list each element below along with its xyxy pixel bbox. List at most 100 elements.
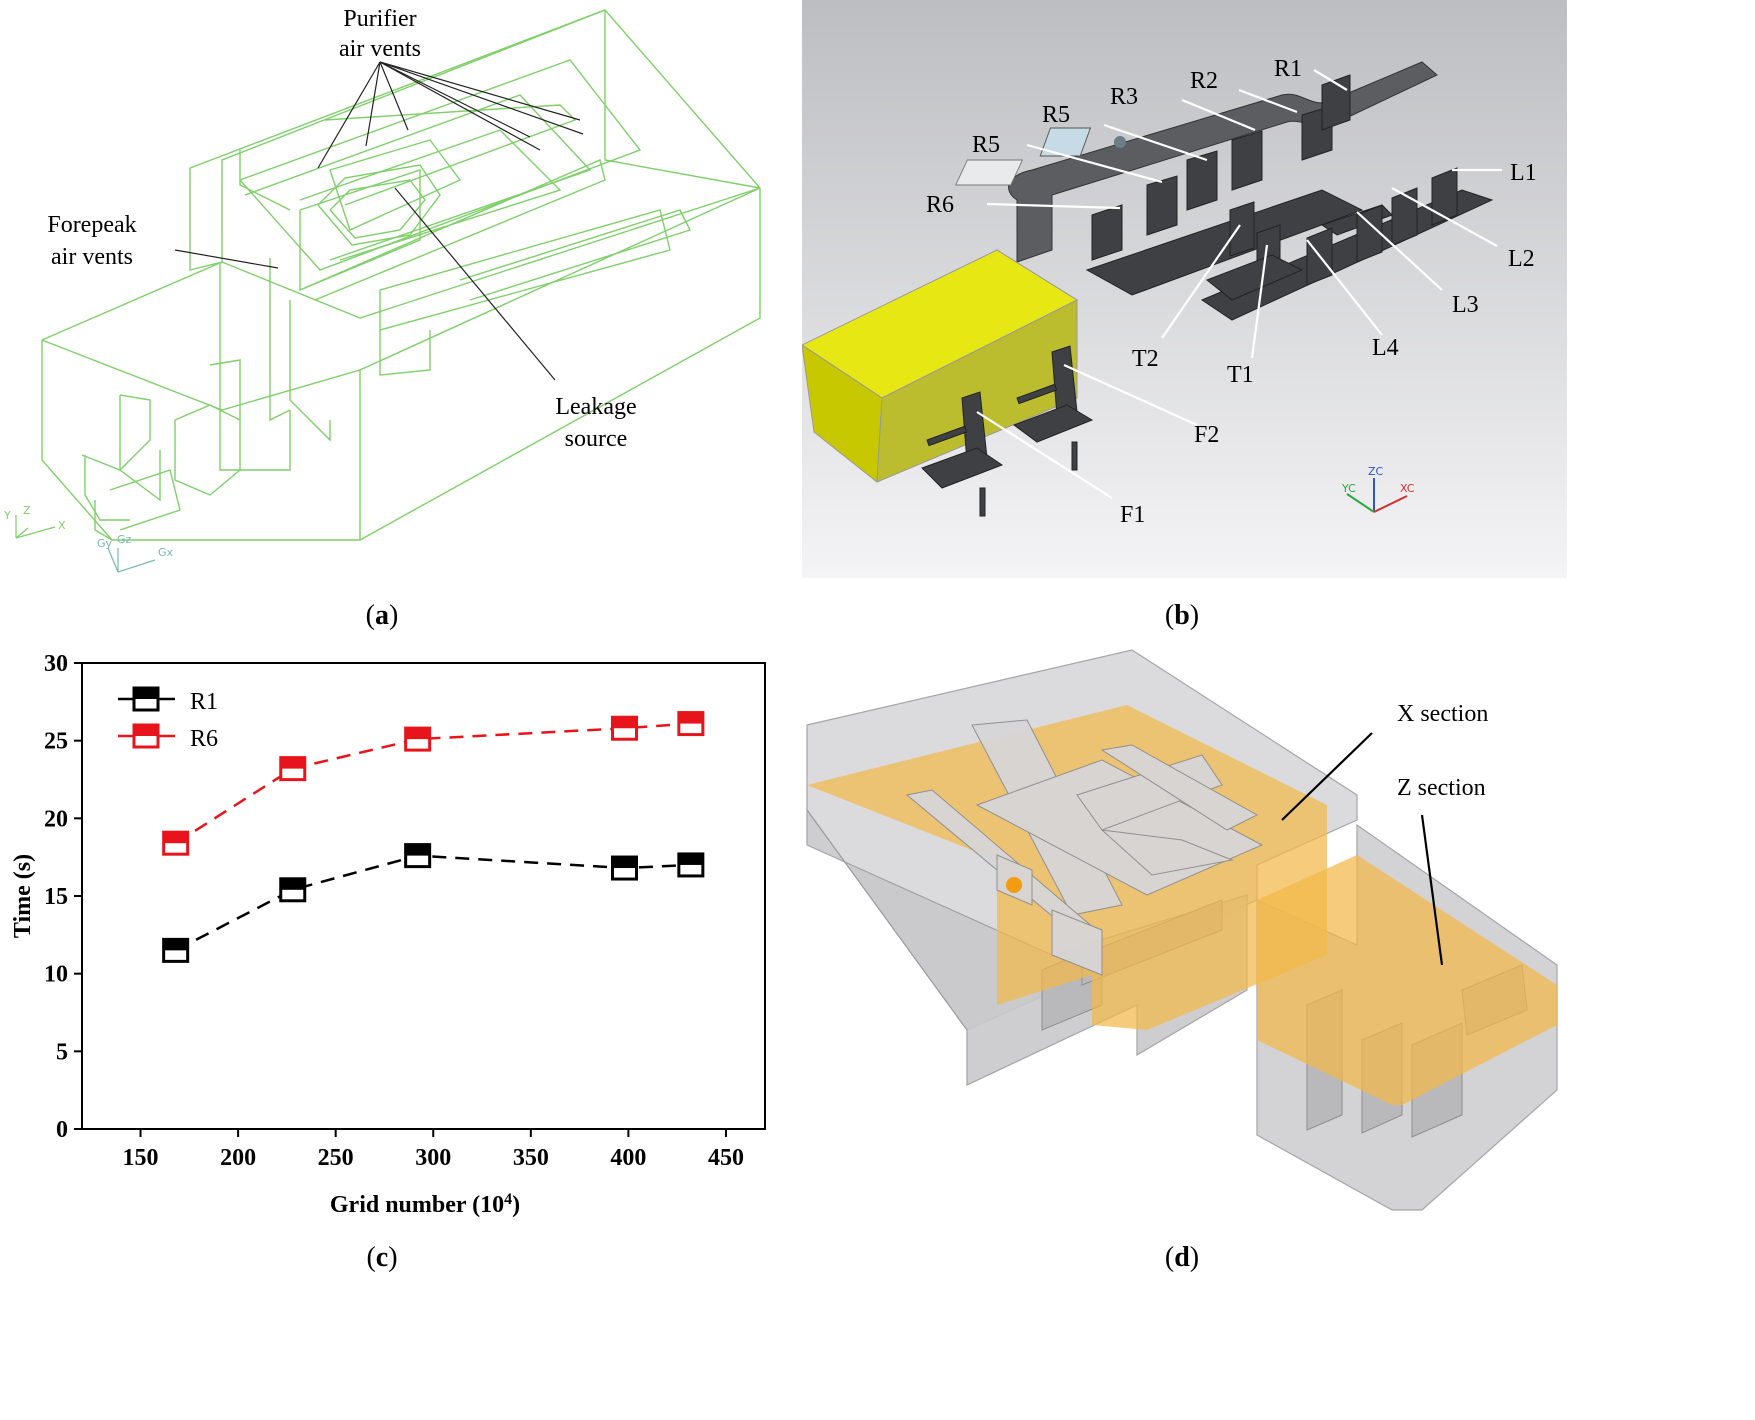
data-point-r1 bbox=[162, 937, 190, 963]
y-tick-label: 20 bbox=[44, 806, 68, 832]
data-point-r6 bbox=[162, 830, 190, 856]
x-section-leader bbox=[1281, 732, 1373, 821]
purifier-label-2: air vents bbox=[339, 36, 421, 62]
caption-b: (b) bbox=[1165, 600, 1199, 631]
caption-d: (d) bbox=[1165, 1242, 1199, 1273]
seat-label-f1: F1 bbox=[1120, 502, 1145, 528]
panel-d-render: X section Z section bbox=[806, 649, 1558, 1211]
legend: R1 R6 bbox=[118, 686, 218, 752]
legend-r1: R1 bbox=[190, 689, 218, 715]
axis-gy-glyph: Gy bbox=[97, 537, 113, 550]
seat-label-t2: T2 bbox=[1132, 346, 1159, 372]
axis-y-glyph: Y bbox=[3, 509, 11, 522]
caption-c-letter: c bbox=[376, 1242, 388, 1273]
seat-label-l4: L4 bbox=[1372, 335, 1399, 361]
seat-label-r5a: R5 bbox=[1042, 102, 1070, 128]
x-tick-label: 400 bbox=[610, 1145, 646, 1171]
seat-label-l2: L2 bbox=[1508, 246, 1535, 272]
y-tick-label: 10 bbox=[44, 962, 68, 988]
triad-xc: XC bbox=[1400, 482, 1415, 495]
y-tick-label: 25 bbox=[44, 729, 68, 755]
data-point-r6 bbox=[279, 756, 307, 782]
leakage-leader bbox=[394, 187, 556, 381]
plot-frame bbox=[81, 662, 766, 1130]
axes-glyph-2 bbox=[107, 547, 156, 573]
triad-zc: ZC bbox=[1368, 465, 1384, 478]
x-tick-label: 300 bbox=[415, 1145, 451, 1171]
yellow-block-side bbox=[876, 299, 1078, 483]
seat-label-r2: R2 bbox=[1190, 68, 1218, 94]
seat-label-l3: L3 bbox=[1452, 292, 1479, 318]
panel-b-render: R1 R2 R3 R5 R5 R6 L1 L2 L3 L4 T1 T2 F1 F… bbox=[802, 0, 1567, 578]
z-section-label: Z section bbox=[1397, 775, 1486, 801]
wireframe-cabin bbox=[41, 9, 761, 541]
data-point-r1 bbox=[279, 877, 307, 903]
svg-text:(c): (c) bbox=[366, 1242, 397, 1273]
y-tick-label: 5 bbox=[56, 1039, 68, 1065]
axes-glyph bbox=[15, 515, 56, 539]
seat-label-l1: L1 bbox=[1510, 160, 1537, 186]
leak-point bbox=[1006, 877, 1022, 893]
caption-b-letter: b bbox=[1174, 600, 1190, 631]
forepeak-label-2: air vents bbox=[51, 244, 133, 270]
seat-label-r5b: R5 bbox=[972, 132, 1000, 158]
svg-text:(a): (a) bbox=[366, 600, 399, 631]
caption-a: (a) bbox=[366, 600, 399, 631]
z-section-plane bbox=[1257, 855, 1557, 1105]
data-point-r1 bbox=[404, 843, 432, 869]
caption-c: (c) bbox=[366, 1242, 397, 1273]
x-axis-label-sup: 4 bbox=[504, 1191, 512, 1208]
seat-leaders bbox=[976, 69, 1502, 499]
data-point-r1 bbox=[610, 855, 638, 881]
upper-fittings bbox=[905, 719, 1264, 976]
front-seats bbox=[921, 345, 1094, 517]
legend-r6: R6 bbox=[190, 726, 218, 752]
caption-a-letter: a bbox=[375, 600, 389, 631]
panel-a-wireframe: Purifier air vents Forepeak air vents Le… bbox=[3, 6, 761, 573]
data-point-r1 bbox=[677, 852, 705, 878]
x-tick-label: 350 bbox=[513, 1145, 549, 1171]
purifier-fan bbox=[1114, 136, 1126, 148]
seat-label-r1: R1 bbox=[1274, 56, 1302, 82]
x-axis-label-main: Grid number (10 bbox=[330, 1192, 504, 1218]
data-point-r6 bbox=[610, 715, 638, 741]
leakage-label-1: Leakage bbox=[555, 394, 636, 420]
y-axis-label: Time (s) bbox=[10, 854, 36, 938]
x-tick-label: 200 bbox=[220, 1145, 256, 1171]
data-point-r6 bbox=[404, 726, 432, 752]
axis-gz-glyph: Gz bbox=[117, 533, 132, 546]
caption-d-letter: d bbox=[1174, 1242, 1190, 1273]
axis-triad bbox=[1346, 478, 1408, 513]
y-tick-label: 15 bbox=[44, 884, 68, 910]
z-section-leader bbox=[1420, 814, 1444, 966]
seat-label-r6: R6 bbox=[926, 192, 954, 218]
leakage-label-2: source bbox=[565, 426, 628, 452]
right-seat-row bbox=[1085, 10, 1567, 296]
axis-gx-glyph: Gx bbox=[158, 546, 174, 559]
x-tick-label: 450 bbox=[708, 1145, 744, 1171]
seat-label-t1: T1 bbox=[1227, 362, 1254, 388]
purifier-label-1: Purifier bbox=[343, 6, 416, 32]
svg-text:(d): (d) bbox=[1165, 1242, 1199, 1273]
axis-z-glyph: Z bbox=[23, 504, 31, 517]
purifier-leaders bbox=[317, 61, 584, 169]
panel-c-chart: 150 200 250 300 350 400 450 0 5 10 15 20 25 30 Time (… bbox=[10, 651, 766, 1219]
purifier-box bbox=[1039, 127, 1092, 157]
svg-text:(b): (b) bbox=[1165, 600, 1199, 631]
white-panel bbox=[954, 159, 1024, 186]
x-axis-label: Grid number (104) bbox=[330, 1191, 520, 1219]
y-tick-label: 30 bbox=[44, 651, 68, 677]
seat-label-f2: F2 bbox=[1194, 422, 1219, 448]
axis-x-glyph: X bbox=[58, 519, 66, 532]
x-section-label: X section bbox=[1397, 701, 1488, 727]
x-axis-label-close: ) bbox=[512, 1192, 520, 1218]
forepeak-leader bbox=[174, 249, 279, 269]
data-point-r6 bbox=[677, 711, 705, 737]
x-tick-label: 250 bbox=[318, 1145, 354, 1171]
seat-label-r3: R3 bbox=[1110, 84, 1138, 110]
triad-yc: YC bbox=[1341, 482, 1356, 495]
series-line-r6 bbox=[174, 722, 691, 845]
forepeak-label-1: Forepeak bbox=[47, 212, 136, 238]
x-tick-label: 150 bbox=[123, 1145, 159, 1171]
y-tick-label: 0 bbox=[56, 1117, 68, 1143]
